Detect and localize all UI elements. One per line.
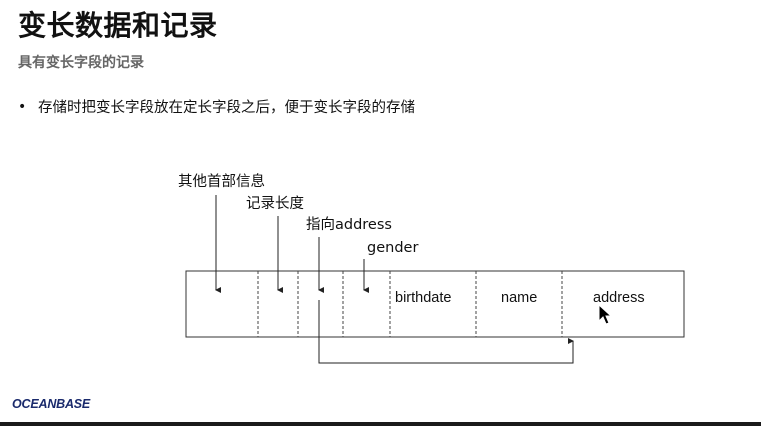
cell-dividers [257,271,563,337]
label-record-length: 记录长度 [246,196,304,212]
cell-birthdate: birthdate [395,290,452,306]
cell-address: address [593,290,645,306]
slide-title: 变长数据和记录 [18,9,218,42]
record-box [185,270,685,338]
cell-name: name [501,290,538,306]
mouse-cursor-icon [598,303,613,325]
label-other-header: 其他首部信息 [178,174,265,190]
pointer-arrow-to-address [318,300,574,364]
bullet-text: 存储时把变长字段放在定长字段之后，便于变长字段的存储 [38,100,415,116]
slide-subtitle: 具有变长字段的记录 [18,55,144,71]
bullet-item: • 存储时把变长字段放在定长字段之后，便于变长字段的存储 [18,96,415,117]
label-pointer-address: 指向address [306,217,392,233]
oceanbase-logo: OCEANBASE [12,397,91,411]
bottom-bar [0,422,761,426]
bullet-marker: • [18,98,27,115]
label-gender: gender [367,240,419,256]
